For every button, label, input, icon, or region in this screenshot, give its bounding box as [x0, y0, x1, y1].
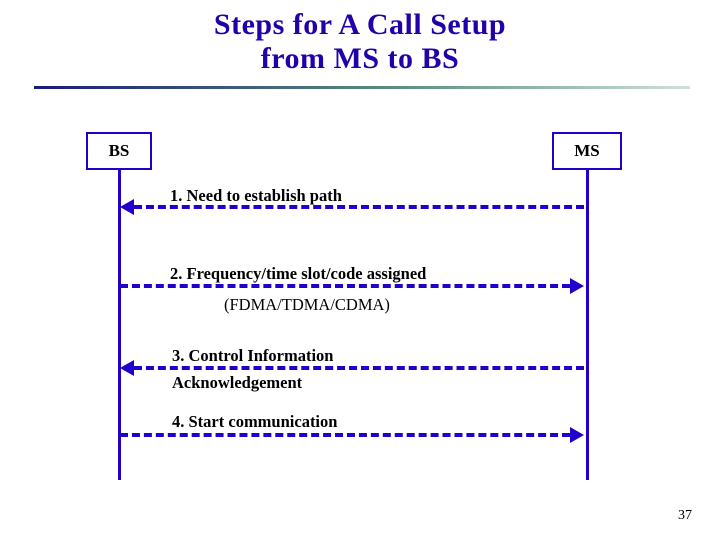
page-number: 37 [678, 508, 692, 523]
page-title-line1: Steps for A Call Setup [213, 8, 507, 41]
message-arrowhead-4 [570, 427, 584, 443]
node-box-bs: BS [86, 132, 152, 170]
page-title: Steps for A Call Setup from MS to BS [0, 8, 720, 76]
message-arrowhead-3 [120, 360, 134, 376]
message-line-3 [134, 366, 584, 370]
message-line-1 [134, 205, 584, 209]
message-line-4 [120, 433, 570, 437]
message-label-2: 2. Frequency/time slot/code assigned [170, 264, 427, 283]
lifeline-bs [118, 170, 121, 480]
message-label-3: 3. Control Information [172, 346, 334, 365]
message-sublabel-2: (FDMA/TDMA/CDMA) [224, 295, 390, 314]
message-arrowhead-1 [120, 199, 134, 215]
node-label-ms: MS [574, 141, 600, 160]
message-sublabel-3: Acknowledgement [172, 373, 303, 392]
node-box-ms: MS [552, 132, 622, 170]
message-line-2 [120, 284, 570, 288]
message-label-1: 1. Need to establish path [170, 186, 342, 205]
message-arrowhead-2 [570, 278, 584, 294]
node-label-bs: BS [108, 141, 130, 160]
page-title-line2: from MS to BS [260, 42, 460, 75]
lifeline-ms [586, 170, 589, 480]
title-divider [34, 86, 690, 89]
message-label-4: 4. Start communication [172, 412, 338, 431]
